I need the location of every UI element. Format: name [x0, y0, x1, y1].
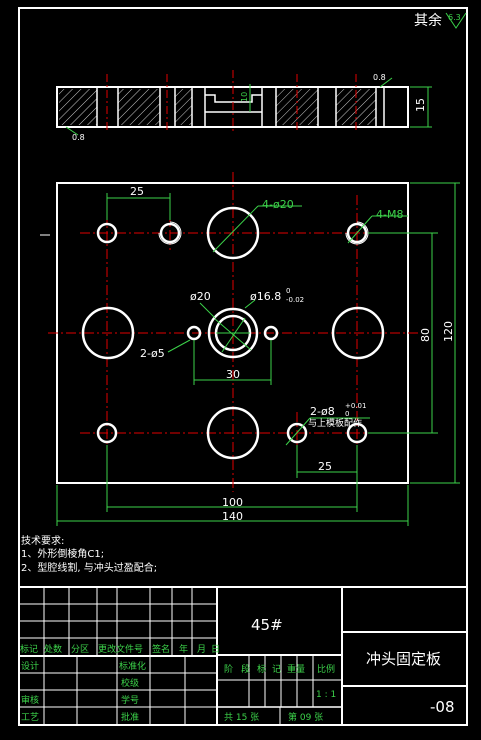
- hole-center-outer: [207, 307, 259, 359]
- hole-phi5-left: [186, 325, 202, 341]
- scale: 1 : 1: [316, 690, 336, 700]
- svg-text:30: 30: [226, 368, 240, 381]
- svg-text:重量: 重量: [287, 663, 305, 675]
- svg-text:设计: 设计: [21, 660, 39, 672]
- svg-text:比例: 比例: [317, 663, 335, 675]
- svg-text:年: 年: [179, 643, 188, 655]
- svg-text:2-ø8: 2-ø8: [310, 405, 335, 418]
- svg-text:记: 记: [272, 664, 281, 675]
- svg-text:15: 15: [414, 98, 427, 112]
- svg-text:分区: 分区: [71, 644, 89, 655]
- svg-text:学号: 学号: [121, 694, 139, 706]
- svg-text:标记: 标记: [20, 643, 38, 655]
- svg-text:80: 80: [419, 328, 432, 342]
- svg-text:日: 日: [211, 644, 220, 655]
- sheet-number: 第 09 张: [288, 711, 323, 723]
- svg-text:0.8: 0.8: [72, 133, 85, 142]
- hole-m8-tr: [346, 222, 368, 244]
- material: 45#: [251, 616, 283, 634]
- svg-text:25: 25: [130, 185, 144, 198]
- svg-text:6.3: 6.3: [448, 13, 461, 22]
- svg-text:ø20: ø20: [190, 290, 211, 303]
- svg-text:工艺: 工艺: [21, 712, 39, 723]
- technical-notes: 技术要求: 1、外形倒棱角C1; 2、型腔线割, 与冲头过盈配合;: [21, 534, 157, 574]
- hole-phi5-right: [263, 325, 279, 341]
- hole-m8-bl: [96, 422, 118, 444]
- roles-mid: 标准化 校级 学号 批准: [119, 660, 146, 723]
- hole-m8-tl: [96, 222, 118, 244]
- roles-left: 设计 审核 工艺: [21, 660, 39, 723]
- svg-text:处数: 处数: [44, 643, 62, 655]
- svg-text:10: 10: [240, 92, 249, 102]
- svg-text:0.8: 0.8: [373, 73, 386, 82]
- svg-text:与上模板配作: 与上模板配作: [308, 417, 362, 429]
- hole-phi20-bottom: [206, 406, 260, 460]
- svg-text:技术要求:: 技术要求:: [21, 534, 64, 547]
- sheets-total: 共 15 张: [224, 712, 259, 723]
- hole-phi20-top: [206, 206, 260, 260]
- title-block: [19, 586, 467, 725]
- svg-text:-0.02: -0.02: [286, 296, 304, 304]
- roughness-mark: 其余 6.3: [414, 12, 467, 29]
- svg-text:审核: 审核: [21, 694, 39, 706]
- svg-text:120: 120: [442, 321, 455, 342]
- svg-text:阶: 阶: [224, 663, 233, 675]
- svg-text:其余: 其余: [414, 12, 442, 29]
- hole-pin-top: [159, 222, 181, 244]
- svg-text:4-ø20: 4-ø20: [262, 198, 294, 211]
- header-row: 标记 处数 分区 更改文件号 签名 年 月 日: [20, 643, 220, 655]
- svg-text:4-M8: 4-M8: [376, 208, 403, 221]
- svg-text:月: 月: [197, 644, 206, 655]
- svg-text:标准化: 标准化: [119, 660, 146, 672]
- outer-frame: [18, 7, 468, 726]
- part-name: 冲头固定板: [366, 650, 441, 668]
- hole-phi20-left: [81, 306, 135, 360]
- drawing-number: -08: [430, 698, 455, 716]
- top-view: 25 4-ø20 4-M8 ø20 ø16.8 0 -0.02 2-ø5 30 …: [40, 172, 460, 526]
- hole-phi20-right: [331, 306, 385, 360]
- side-view: 15 10 0.8 0.8: [56, 70, 432, 142]
- stage-labels: 阶 段 标 记 重量 比例: [224, 663, 335, 675]
- svg-text:25: 25: [318, 460, 332, 473]
- hole-pin-bottom: [286, 422, 308, 444]
- svg-text:0: 0: [286, 287, 290, 295]
- svg-text:签名: 签名: [152, 643, 170, 655]
- svg-text:1、外形倒棱角C1;: 1、外形倒棱角C1;: [21, 547, 104, 560]
- svg-text:批准: 批准: [121, 711, 139, 723]
- svg-text:ø16.8: ø16.8: [250, 290, 281, 303]
- svg-text:2、型腔线割, 与冲头过盈配合;: 2、型腔线割, 与冲头过盈配合;: [21, 561, 157, 574]
- svg-text:校级: 校级: [121, 677, 139, 689]
- hole-m8-br: [346, 422, 368, 444]
- svg-text:+0.01: +0.01: [345, 402, 366, 410]
- svg-text:段: 段: [241, 663, 250, 675]
- svg-text:2-ø5: 2-ø5: [140, 347, 165, 360]
- svg-text:100: 100: [222, 496, 243, 509]
- svg-text:140: 140: [222, 510, 243, 523]
- svg-text:0: 0: [345, 410, 349, 418]
- svg-text:标: 标: [257, 663, 266, 675]
- svg-text:更改文件号: 更改文件号: [98, 643, 143, 655]
